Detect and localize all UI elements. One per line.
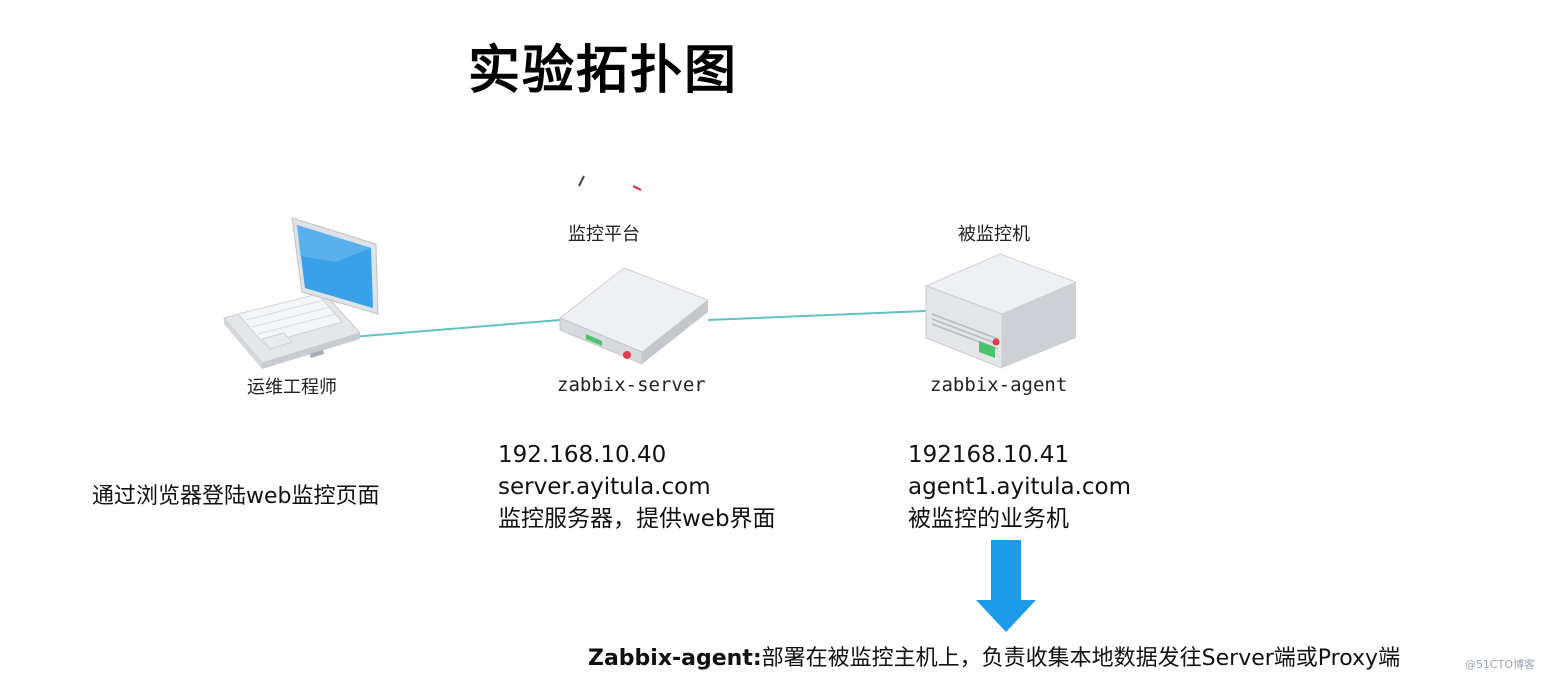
agent-device-icon (924, 253, 1078, 369)
footer-description: 部署在被监控主机上，负责收集本地数据发往Server端或Proxy端 (761, 646, 1401, 671)
engineer-caption: 通过浏览器登陆web监控页面 (92, 484, 380, 509)
server-ip: 192.168.10.40 (498, 442, 667, 468)
agent-hostname: zabbix-agent (930, 374, 1068, 396)
link-server-agent (707, 310, 927, 321)
server-hostname: zabbix-server (557, 374, 706, 396)
agent-info: 192168.10.41 agent1.ayitula.com 被监控的业务机 (908, 439, 1131, 535)
agent-role-label: 被监控机 (958, 224, 1030, 245)
server-role-label: 监控平台 (568, 224, 640, 245)
server-description: 监控服务器，提供web界面 (498, 506, 776, 532)
watermark: @51CTO博客 (1464, 658, 1535, 671)
laptop-icon (223, 217, 379, 369)
pencil-mark-icon (578, 175, 642, 191)
agent-ip: 192168.10.41 (908, 442, 1069, 468)
server-info: 192.168.10.40 server.ayitula.com 监控服务器，提… (498, 439, 776, 535)
engineer-label: 运维工程师 (247, 377, 337, 398)
down-arrow-icon (976, 540, 1036, 632)
link-laptop-server (351, 319, 561, 338)
footer-note: Zabbix-agent:部署在被监控主机上，负责收集本地数据发往Server端… (588, 640, 1400, 672)
agent-description: 被监控的业务机 (908, 506, 1069, 532)
server-domain: server.ayitula.com (498, 474, 711, 500)
page-title: 实验拓扑图 (468, 41, 739, 101)
server-device-icon (559, 267, 710, 365)
footer-term: Zabbix-agent: (588, 646, 762, 671)
agent-domain: agent1.ayitula.com (908, 474, 1131, 500)
